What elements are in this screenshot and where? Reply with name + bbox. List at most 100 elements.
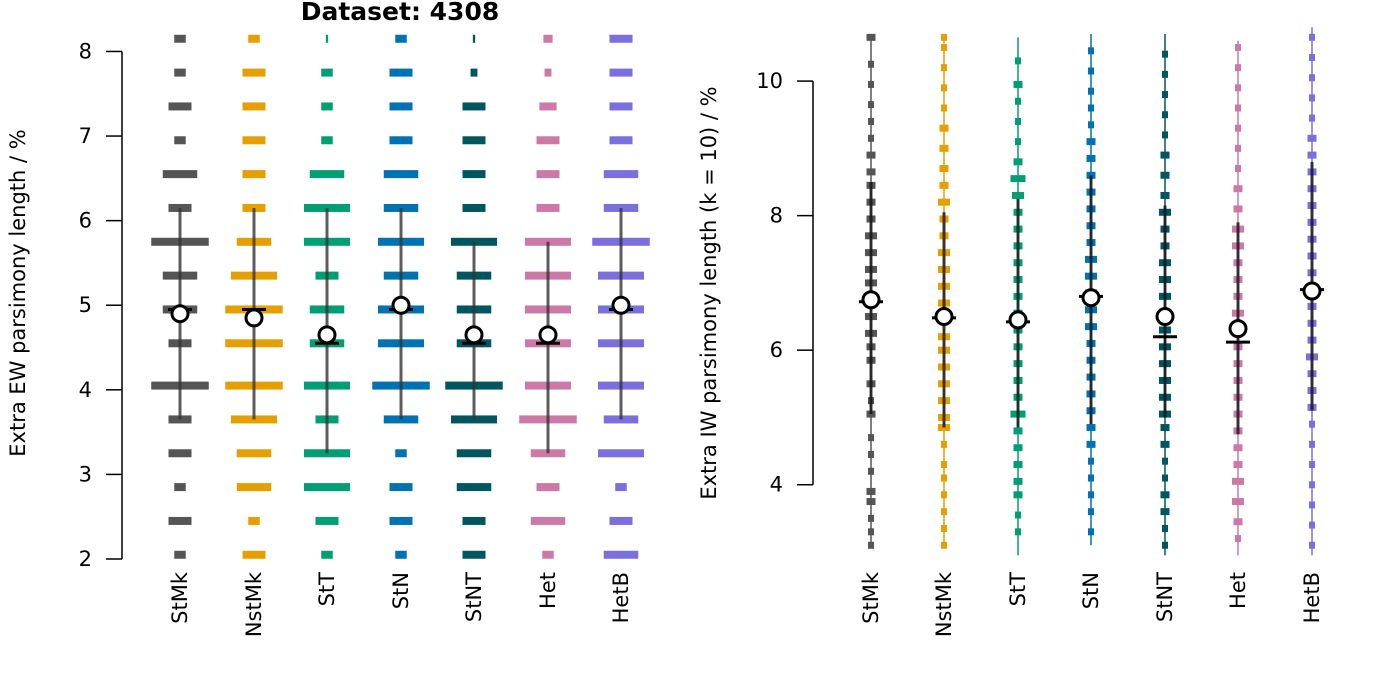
left-stn-frequency-bar <box>389 102 413 111</box>
left-stn-frequency-bar <box>395 449 407 458</box>
left-stmk-mean-marker <box>170 304 190 324</box>
right-hetb-frequency-bar <box>1309 74 1315 82</box>
right-nstmk-frequency-bar <box>941 474 947 482</box>
right-het-frequency-bar <box>1232 498 1244 506</box>
right-category-label-hetb: HetB <box>1300 572 1324 623</box>
right-stt-frequency-bar <box>1013 444 1023 452</box>
right-category-label-stmk: StMk <box>859 571 883 624</box>
right-stn-frequency-bar <box>1088 47 1094 55</box>
right-stmk-frequency-bar <box>868 60 874 68</box>
right-y-tick-label: 8 <box>770 204 783 228</box>
right-stt-frequency-bar <box>1013 461 1023 469</box>
right-hetb-frequency-bar <box>1309 461 1315 469</box>
right-stmk-frequency-bar <box>868 450 874 458</box>
right-het-frequency-bar <box>1233 461 1243 469</box>
left-hetb-mean-marker <box>611 295 631 315</box>
right-y-tick-label: 6 <box>770 338 783 362</box>
left-stt-frequency-bar <box>309 170 345 179</box>
right-nstmk-frequency-bar <box>941 524 947 532</box>
right-het-frequency-bar <box>1235 43 1241 51</box>
right-stn-frequency-bar <box>1086 424 1096 432</box>
right-nstmk-frequency-bar <box>938 198 950 206</box>
right-hetb-frequency-bar <box>1307 151 1317 159</box>
right-hetb-frequency-bar <box>1307 134 1317 142</box>
left-y-tick-label: 6 <box>79 209 92 233</box>
right-het-frequency-bar <box>1233 185 1243 193</box>
right-stn-frequency-bar <box>1088 528 1094 536</box>
right-stn-frequency-bar <box>1088 491 1094 499</box>
right-nstmk-frequency-bar <box>941 508 947 516</box>
left-stn-frequency-bar <box>383 170 419 179</box>
right-stn-frequency-bar <box>1088 104 1094 112</box>
right-stmk-frequency-bar <box>866 487 876 495</box>
right-stn-mean-marker <box>1081 288 1101 308</box>
left-stmk-frequency-bar <box>168 449 192 458</box>
right-stmk-frequency-bar <box>866 498 876 506</box>
left-het-frequency-bar <box>536 203 560 212</box>
left-stmk-frequency-bar <box>174 550 186 559</box>
left-y-axis-label: Extra EW parsimony length / % <box>6 129 30 456</box>
right-category-label-nstmk: NstMk <box>932 571 956 637</box>
right-stnt-frequency-bar <box>1162 111 1168 119</box>
left-stmk-frequency-bar <box>168 516 192 525</box>
left-hetb-frequency-bar <box>609 516 633 525</box>
left-stnt-frequency-bar <box>462 102 486 111</box>
right-stn-frequency-bar <box>1088 457 1094 465</box>
right-stmk-frequency-bar <box>866 33 876 41</box>
left-het-frequency-bar <box>542 550 554 559</box>
right-hetb-frequency-bar <box>1309 541 1315 549</box>
right-stt-frequency-bar <box>1015 97 1021 105</box>
left-het-frequency-bar <box>536 483 560 492</box>
left-nstmk-frequency-bar <box>236 483 272 492</box>
right-y-tick-label: 10 <box>756 69 783 93</box>
right-stnt-frequency-bar <box>1162 541 1168 549</box>
right-stnt-frequency-bar <box>1160 440 1170 448</box>
left-category-label-stt: StT <box>315 572 339 607</box>
left-y-tick-label: 3 <box>79 462 92 486</box>
right-stnt-frequency-bar <box>1160 171 1170 179</box>
right-hetb-frequency-bar <box>1309 501 1315 509</box>
left-category-label-het: Het <box>536 572 560 609</box>
right-stn-frequency-bar <box>1088 508 1094 516</box>
figure-title: Dataset: 4308 <box>301 0 500 26</box>
right-nstmk-frequency-bar <box>941 64 947 72</box>
right-stmk-frequency-bar <box>868 101 874 109</box>
right-stt-frequency-bar <box>1012 191 1024 199</box>
left-het-mean-marker <box>538 325 558 345</box>
right-panel-iw: Extra IW parsimony length (k = 10) / % 4… <box>697 27 1324 637</box>
right-stt-mean-marker <box>1008 310 1028 330</box>
right-hetb-frequency-bar <box>1309 521 1315 529</box>
right-hetb-mean-marker <box>1302 281 1322 301</box>
right-het-frequency-bar <box>1235 104 1241 112</box>
right-het-frequency-bar <box>1235 124 1241 132</box>
left-stnt-frequency-bar <box>470 68 478 77</box>
right-stt-frequency-bar <box>1013 158 1023 166</box>
left-stnt-frequency-bar <box>472 34 476 43</box>
right-het-frequency-bar <box>1233 444 1243 452</box>
right-stmk-frequency-bar <box>868 117 874 125</box>
left-hetb-frequency-bar <box>609 136 633 145</box>
left-stnt-frequency-bar <box>462 203 486 212</box>
left-stn-mean-marker <box>391 295 411 315</box>
left-het-frequency-bar <box>530 516 566 525</box>
right-stnt-mean-marker <box>1155 307 1175 327</box>
right-nstmk-frequency-bar <box>939 165 949 173</box>
left-stt-frequency-bar <box>325 34 329 43</box>
left-stt-mean-marker <box>317 325 337 345</box>
right-hetb-frequency-bar <box>1309 420 1315 428</box>
right-het-frequency-bar <box>1233 518 1243 526</box>
right-stnt-frequency-bar <box>1162 457 1168 465</box>
right-stt-frequency-bar <box>1013 80 1023 88</box>
left-stn-frequency-bar <box>389 516 413 525</box>
right-stmk-frequency-bar <box>868 134 874 142</box>
right-nstmk-frequency-bar <box>941 461 947 469</box>
right-stmk-mean-marker <box>861 290 881 310</box>
left-stnt-frequency-bar <box>462 170 486 179</box>
left-het-frequency-bar <box>543 34 553 43</box>
right-category-label-het: Het <box>1226 572 1250 609</box>
left-stmk-frequency-bar <box>162 170 198 179</box>
right-stnt-frequency-bar <box>1160 424 1170 432</box>
right-stnt-frequency-bar <box>1162 524 1168 532</box>
right-stn-frequency-bar <box>1088 67 1094 75</box>
